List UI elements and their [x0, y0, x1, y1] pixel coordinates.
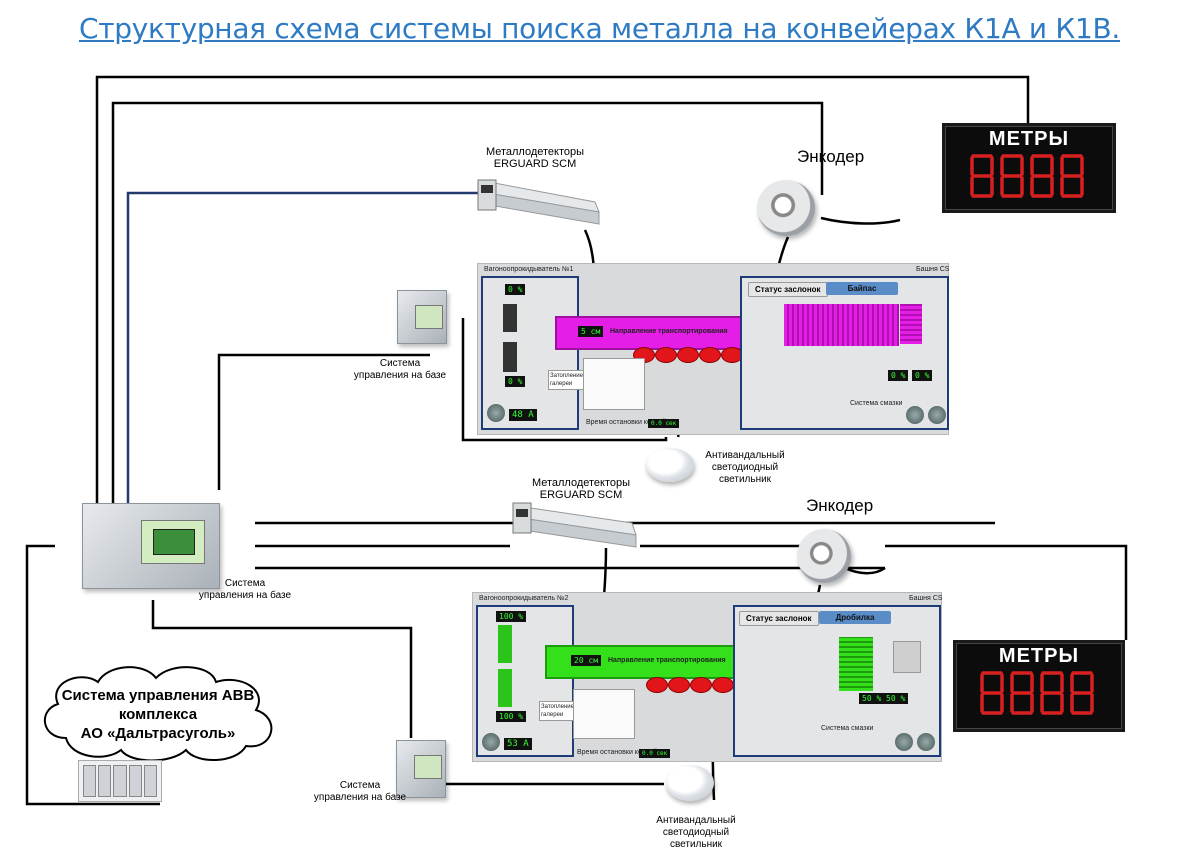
- tower-pane: Статус заслонок Байпас 0 % 0 % Система с…: [740, 276, 949, 430]
- pct-a: 0 %: [888, 370, 909, 381]
- meter-label: МЕТРЫ: [998, 645, 1080, 667]
- metal-detector-icon: [477, 179, 600, 225]
- meter-display-top: МЕТРЫ: [942, 123, 1116, 213]
- meter-digits: [945, 153, 1113, 199]
- encoder-icon: [757, 180, 815, 236]
- level-top: 100 %: [496, 611, 527, 622]
- panel-right-header: Башня CS: [916, 266, 950, 273]
- current-readout: 48 А: [509, 409, 537, 421]
- pct-b: 0 %: [912, 370, 933, 381]
- led-lamp-icon: [666, 765, 714, 801]
- speed-readout: 5 см: [578, 326, 604, 337]
- diagram-title: Структурная схема системы поиска металла…: [78, 12, 1121, 45]
- control-cabinet-icon: [397, 290, 447, 344]
- meter-label: МЕТРЫ: [988, 128, 1070, 150]
- level-bottom: 100 %: [496, 711, 527, 722]
- speed-readout: 20 см: [571, 655, 602, 666]
- seven-segment-icon: [980, 671, 1094, 715]
- status-button[interactable]: Статус заслонок: [739, 611, 819, 626]
- led-lamp-icon: [646, 448, 694, 482]
- level-top: 0 %: [505, 284, 526, 295]
- panel-left-header: Вагоноопрокидыватель №1: [484, 266, 574, 273]
- stop-time-label: Время остановки конвейера: [577, 749, 669, 756]
- mode-button[interactable]: Дробилка: [819, 611, 891, 624]
- panel-right-header: Башня CS: [909, 595, 943, 602]
- hmi-panel-1: Вагоноопрокидыватель №1 Башня CS 0 % 0 %…: [477, 263, 949, 435]
- mode-button[interactable]: Байпас: [826, 282, 898, 295]
- dumper-pane: 0 % 0 % 48 А: [481, 276, 579, 430]
- control-cabinet-icon: [396, 740, 446, 798]
- encoder-icon: [797, 529, 851, 583]
- dumper-pane: 100 % 100 % 53 А: [476, 605, 574, 757]
- lube-label: Система смазки: [821, 725, 874, 732]
- metal-detector-icon: [512, 502, 637, 548]
- conveyor-bar: [555, 316, 754, 350]
- pct-a: 50 %: [859, 693, 885, 704]
- seven-segment-icon: [970, 154, 1084, 198]
- pct-b: 50 %: [883, 693, 909, 704]
- hmi-panel-2: Вагоноопрокидыватель №2 Башня CS 100 % 1…: [472, 592, 942, 762]
- main-control-cabinet-icon: [82, 503, 220, 589]
- stop-time-label: Время остановки конвейера: [586, 419, 678, 426]
- direction-label: Направление транспортирования: [610, 328, 728, 335]
- lube-label: Система смазки: [850, 400, 903, 407]
- current-readout: 53 А: [504, 738, 532, 750]
- gallery-label: Затопление галереи: [548, 370, 584, 390]
- abb-controller-icon: [78, 760, 162, 802]
- gallery-label: Затопление галереи: [539, 701, 575, 721]
- encoder-label-top: Энкодер: [797, 147, 865, 166]
- meter-digits: [956, 670, 1122, 716]
- status-button[interactable]: Статус заслонок: [748, 282, 828, 297]
- meter-display-bottom: МЕТРЫ: [953, 640, 1125, 732]
- tower-pane: Статус заслонок Дробилка 50 % 50 % Систе…: [733, 605, 941, 757]
- level-bottom: 0 %: [505, 376, 526, 387]
- direction-label: Направление транспортирования: [608, 657, 726, 664]
- panel-left-header: Вагоноопрокидыватель №2: [479, 595, 569, 602]
- encoder-label-bottom: Энкодер: [806, 496, 874, 515]
